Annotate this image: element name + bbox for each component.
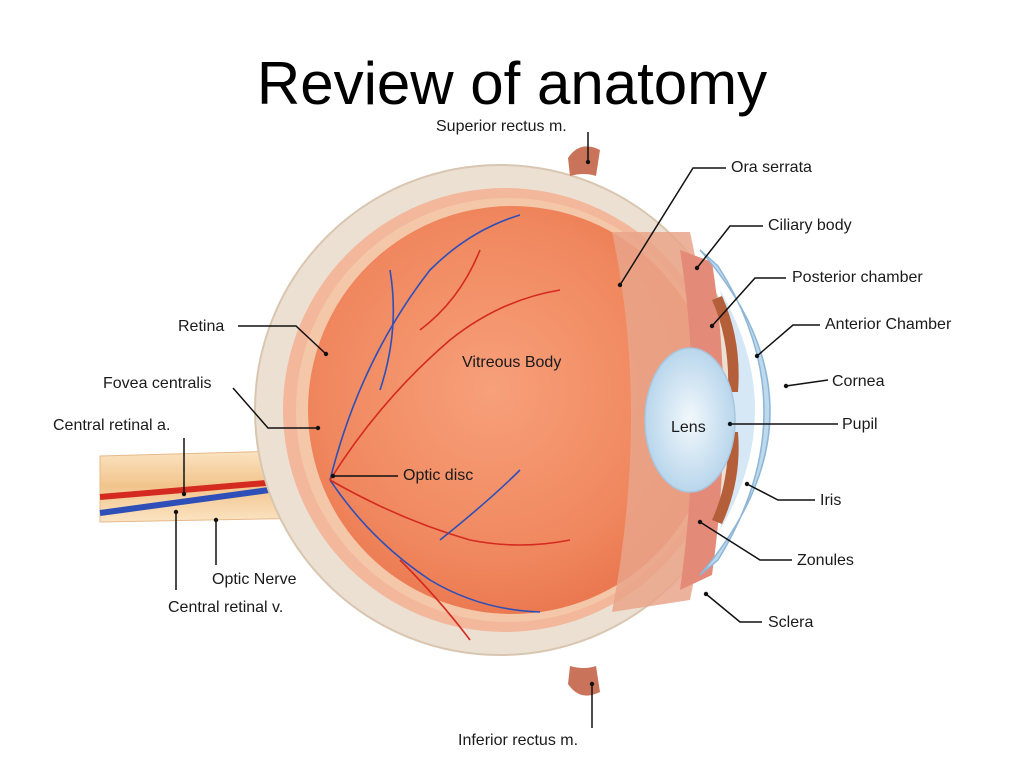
label-optic-disc: Optic disc (403, 467, 473, 484)
cornea-shape (699, 249, 771, 576)
label-ciliary-body: Ciliary body (768, 217, 852, 234)
label-central-retinal-vein: Central retinal v. (168, 599, 283, 616)
label-cornea: Cornea (832, 373, 885, 390)
iris-shape-lower (712, 432, 739, 524)
label-posterior-chamber: Posterior chamber (792, 269, 923, 286)
lens-shape (644, 347, 736, 493)
label-ora-serrata: Ora serrata (731, 159, 812, 176)
label-central-retinal-artery: Central retinal a. (53, 417, 170, 434)
label-fovea-centralis: Fovea centralis (103, 375, 212, 392)
iris-shape (712, 296, 739, 392)
slide-title: Review of anatomy (256, 50, 768, 117)
anterior-chamber-shape (720, 290, 755, 530)
leader-dots (173, 159, 789, 687)
label-pupil: Pupil (842, 416, 878, 433)
label-optic-nerve: Optic Nerve (212, 571, 297, 588)
leader-lines (175, 132, 838, 728)
label-vitreous-body: Vitreous Body (462, 354, 561, 371)
label-sclera: Sclera (768, 614, 813, 631)
vitreous-body-shape (308, 206, 716, 614)
inferior-rectus-muscle (568, 666, 600, 696)
label-zonules: Zonules (797, 552, 854, 569)
label-superior-rectus: Superior rectus m. (436, 118, 567, 135)
label-anterior-chamber: Anterior Chamber (825, 316, 952, 333)
label-retina: Retina (178, 318, 224, 335)
label-inferior-rectus: Inferior rectus m. (458, 732, 578, 749)
superior-rectus-muscle (568, 146, 600, 176)
label-iris: Iris (820, 492, 841, 509)
retinal-vessels (329, 214, 571, 641)
label-lens: Lens (671, 419, 706, 436)
